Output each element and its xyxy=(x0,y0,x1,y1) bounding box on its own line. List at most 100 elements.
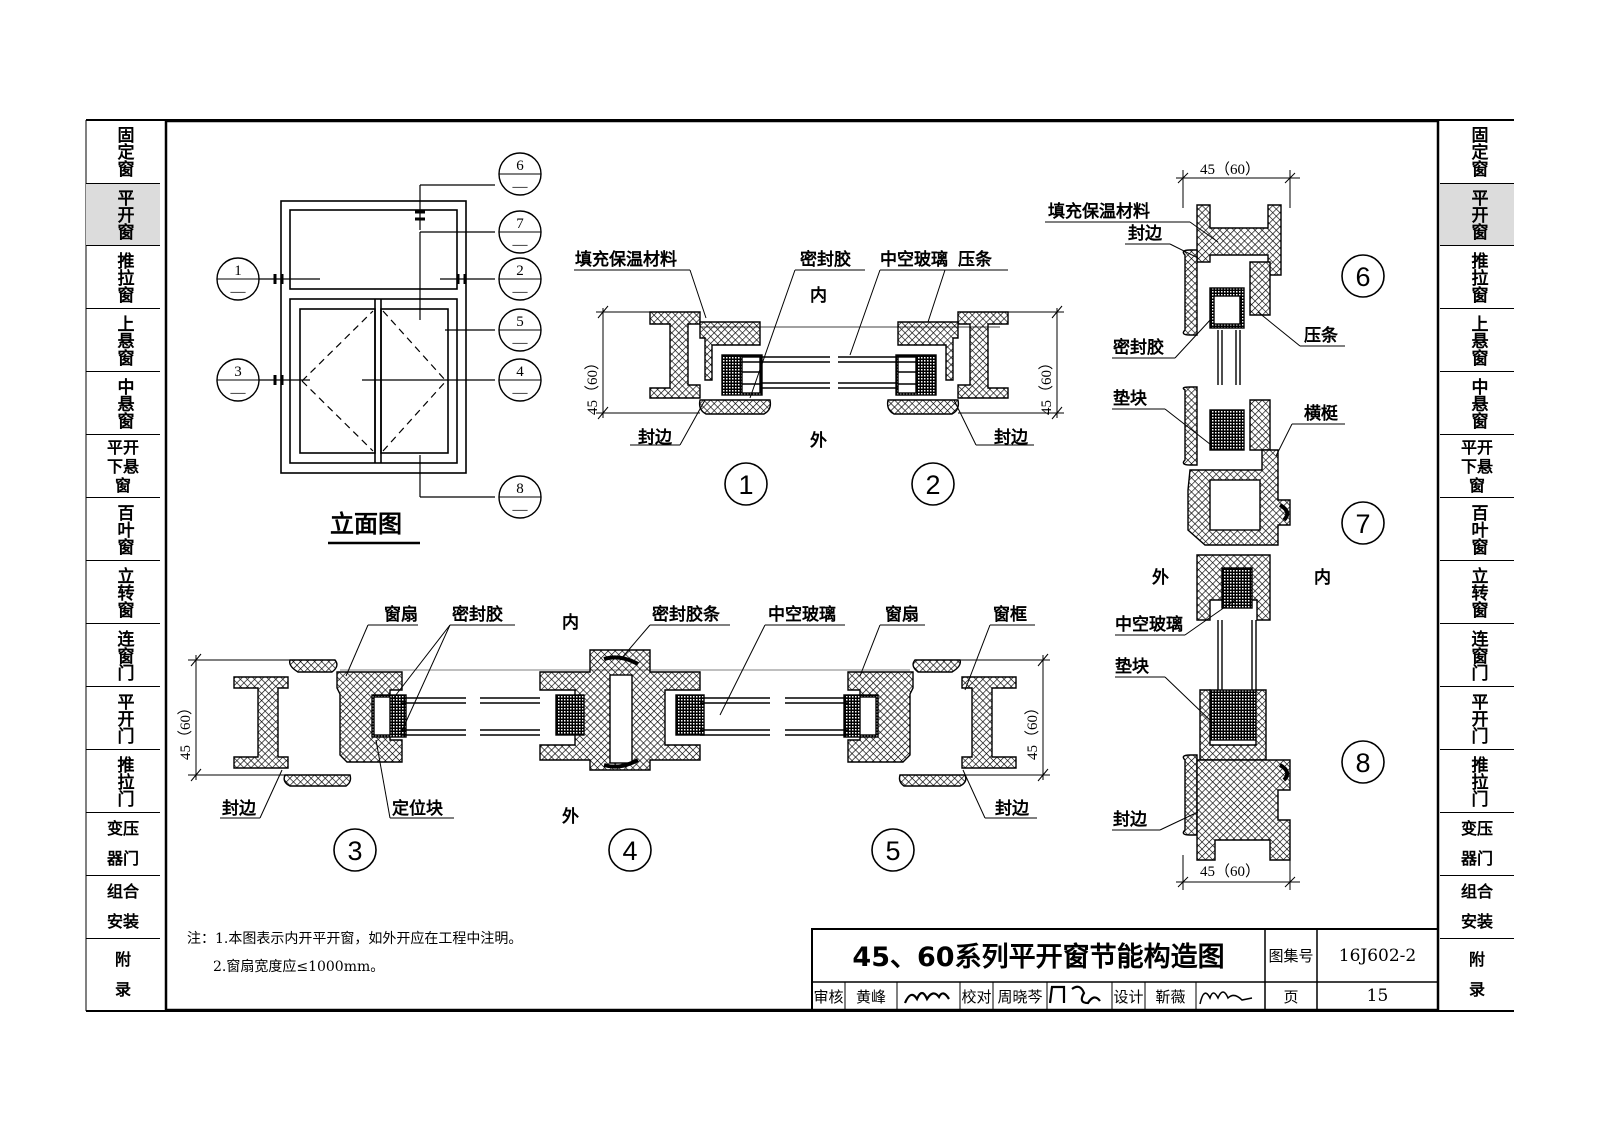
left-nav-item-top-hung-window[interactable]: 上悬窗 xyxy=(86,309,160,372)
detail-number-8: 8 xyxy=(1341,740,1385,784)
page-label: 页 xyxy=(1283,987,1299,1006)
detail-number-6: 6 xyxy=(1341,254,1385,298)
svg-text:—: — xyxy=(512,502,529,518)
svg-text:6: 6 xyxy=(1355,262,1370,292)
dimensions-1-2 xyxy=(596,305,1064,420)
marker-6: 6— xyxy=(498,152,542,196)
label-insulation-6: 填充保温材料 xyxy=(1048,201,1150,222)
left-nav-item-vertical-pivot-window[interactable]: 立转窗 xyxy=(86,561,160,624)
right-nav-item-top-hung-window[interactable]: 上悬窗 xyxy=(1440,309,1514,372)
detail-number-2: 2 xyxy=(911,462,955,506)
detail-3-4-5 xyxy=(233,649,1017,787)
left-nav-item-center-pivot-window[interactable]: 中悬窗 xyxy=(86,372,160,435)
atlas-number-label: 图集号 xyxy=(1268,947,1314,965)
label-packing-7: 垫块 xyxy=(1113,388,1148,409)
label-bead-6: 压条 xyxy=(1304,325,1339,346)
marker-1-num: 1 xyxy=(234,263,242,279)
detail-number-3: 3 xyxy=(333,828,377,872)
marker-2-num: 2 xyxy=(516,263,524,279)
dim-label-1: 45（60） xyxy=(584,355,601,415)
marker-5-num: 5 xyxy=(516,314,524,330)
reviewer-signature xyxy=(903,991,950,1004)
label-edge-3: 封边 xyxy=(222,798,257,819)
right-nav-item-casement-window[interactable]: 平开窗 xyxy=(1440,184,1514,246)
svg-text:5: 5 xyxy=(885,836,900,866)
marker-8-num: 8 xyxy=(516,481,524,497)
marker-4-num: 4 xyxy=(516,364,524,380)
label-sealant-6: 密封胶 xyxy=(1113,337,1164,358)
left-nav-item-window-door[interactable]: 连窗门 xyxy=(86,624,160,687)
dimensions-6-8 xyxy=(1176,170,1300,890)
label-glass-4: 中空玻璃 xyxy=(768,604,836,625)
right-nav-item-transformer-door[interactable]: 变压器门 xyxy=(1440,813,1514,876)
svg-text:—: — xyxy=(512,335,529,351)
marker-5: 5— xyxy=(498,308,542,352)
labels-3-5: 窗扇 密封胶 内 密封胶条 中空玻璃 窗扇 窗框 封边 定位块 外 封边 xyxy=(222,604,1030,827)
designer-signature xyxy=(1199,991,1253,1005)
label-outside-1: 外 xyxy=(810,430,827,451)
svg-text:—: — xyxy=(230,284,247,300)
left-nav-item-casement-door[interactable]: 平开门 xyxy=(86,687,160,750)
label-inside-1: 内 xyxy=(810,285,827,306)
left-nav-item-tilt-turn-window[interactable]: 平开下悬窗 xyxy=(86,435,160,498)
label-sealant-1: 密封胶 xyxy=(800,249,851,270)
page-number: 15 xyxy=(1366,986,1389,1006)
left-nav-item-fixed-window[interactable]: 固定窗 xyxy=(86,120,160,184)
title-block: 45、60系列平开窗节能构造图 图集号 16J602-2 审核 黄峰 校对 周晓… xyxy=(812,929,1438,1011)
drawing-title: 45、60系列平开窗节能构造图 xyxy=(852,941,1225,973)
checker-name: 周晓芩 xyxy=(997,987,1043,1006)
right-nav-item-appendix[interactable]: 附录 xyxy=(1468,949,1485,999)
svg-text:1: 1 xyxy=(738,470,753,500)
label-inside-4: 内 xyxy=(562,612,579,633)
leaders-1-2 xyxy=(574,269,1034,446)
right-nav-item-window-door[interactable]: 连窗门 xyxy=(1440,624,1514,687)
elevation-title: 立面图 xyxy=(330,510,402,538)
leaders-6-8 xyxy=(1045,221,1345,831)
svg-text:—: — xyxy=(512,179,529,195)
left-nav-item-combined-install[interactable]: 组合安装 xyxy=(86,876,160,939)
dim-label-5: 45（60） xyxy=(1024,700,1041,760)
left-nav-item-casement-window[interactable]: 平开窗 xyxy=(86,184,160,246)
design-label: 设计 xyxy=(1113,987,1144,1006)
detail-numbers: 1 2 3 4 5 6 7 8 xyxy=(333,254,1385,872)
marker-6-num: 6 xyxy=(516,158,524,174)
label-bead-1: 压条 xyxy=(958,249,993,270)
review-label: 审核 xyxy=(813,987,844,1006)
right-nav-item-fixed-window[interactable]: 固定窗 xyxy=(1440,120,1514,184)
left-nav-item-sliding-door[interactable]: 推拉门 xyxy=(86,750,160,813)
label-edge-6: 封边 xyxy=(1128,223,1163,244)
svg-text:—: — xyxy=(230,385,247,401)
right-nav-item-center-pivot-window[interactable]: 中悬窗 xyxy=(1440,372,1514,435)
left-nav-item-louver-window[interactable]: 百叶窗 xyxy=(86,498,160,561)
svg-text:2: 2 xyxy=(925,470,940,500)
checker-signature xyxy=(1048,985,1101,1005)
marker-3-num: 3 xyxy=(234,364,242,380)
right-nav-item-vertical-pivot-window[interactable]: 立转窗 xyxy=(1440,561,1514,624)
leaders-3-5 xyxy=(220,624,1037,819)
left-nav-item-transformer-door[interactable]: 变压器门 xyxy=(86,813,160,876)
detail-number-1: 1 xyxy=(724,462,768,506)
left-nav-item-appendix[interactable]: 附录 xyxy=(114,949,131,999)
right-nav-item-combined-install[interactable]: 组合安装 xyxy=(1440,876,1514,939)
right-nav-item-sliding-door[interactable]: 推拉门 xyxy=(1440,750,1514,813)
dim-label-2: 45（60） xyxy=(1038,355,1055,415)
svg-text:7: 7 xyxy=(1355,509,1370,539)
detail-number-4: 4 xyxy=(608,828,652,872)
label-strip-4: 密封胶条 xyxy=(652,604,721,625)
detail-number-7: 7 xyxy=(1341,501,1385,545)
right-nav-item-sliding-window[interactable]: 推拉窗 xyxy=(1440,246,1514,309)
label-sealant-3: 密封胶 xyxy=(452,604,503,625)
label-edge-2: 封边 xyxy=(994,427,1029,448)
right-nav-item-casement-door[interactable]: 平开门 xyxy=(1440,687,1514,750)
label-edge-5: 封边 xyxy=(995,798,1030,819)
left-nav-item-sliding-window[interactable]: 推拉窗 xyxy=(86,246,160,309)
right-nav-item-tilt-turn-window[interactable]: 平开下悬窗 xyxy=(1440,435,1514,498)
label-glass-7: 中空玻璃 xyxy=(1115,614,1183,635)
atlas-number: 16J602-2 xyxy=(1338,945,1417,966)
note-line-1: 注：1.本图表示内开平开窗，如外开应在工程中注明。 xyxy=(187,931,523,947)
detail-6-7-8 xyxy=(1182,204,1291,861)
marker-3: 3— xyxy=(216,358,260,402)
right-nav-item-louver-window[interactable]: 百叶窗 xyxy=(1440,498,1514,561)
svg-text:—: — xyxy=(512,385,529,401)
check-label: 校对 xyxy=(961,987,992,1006)
